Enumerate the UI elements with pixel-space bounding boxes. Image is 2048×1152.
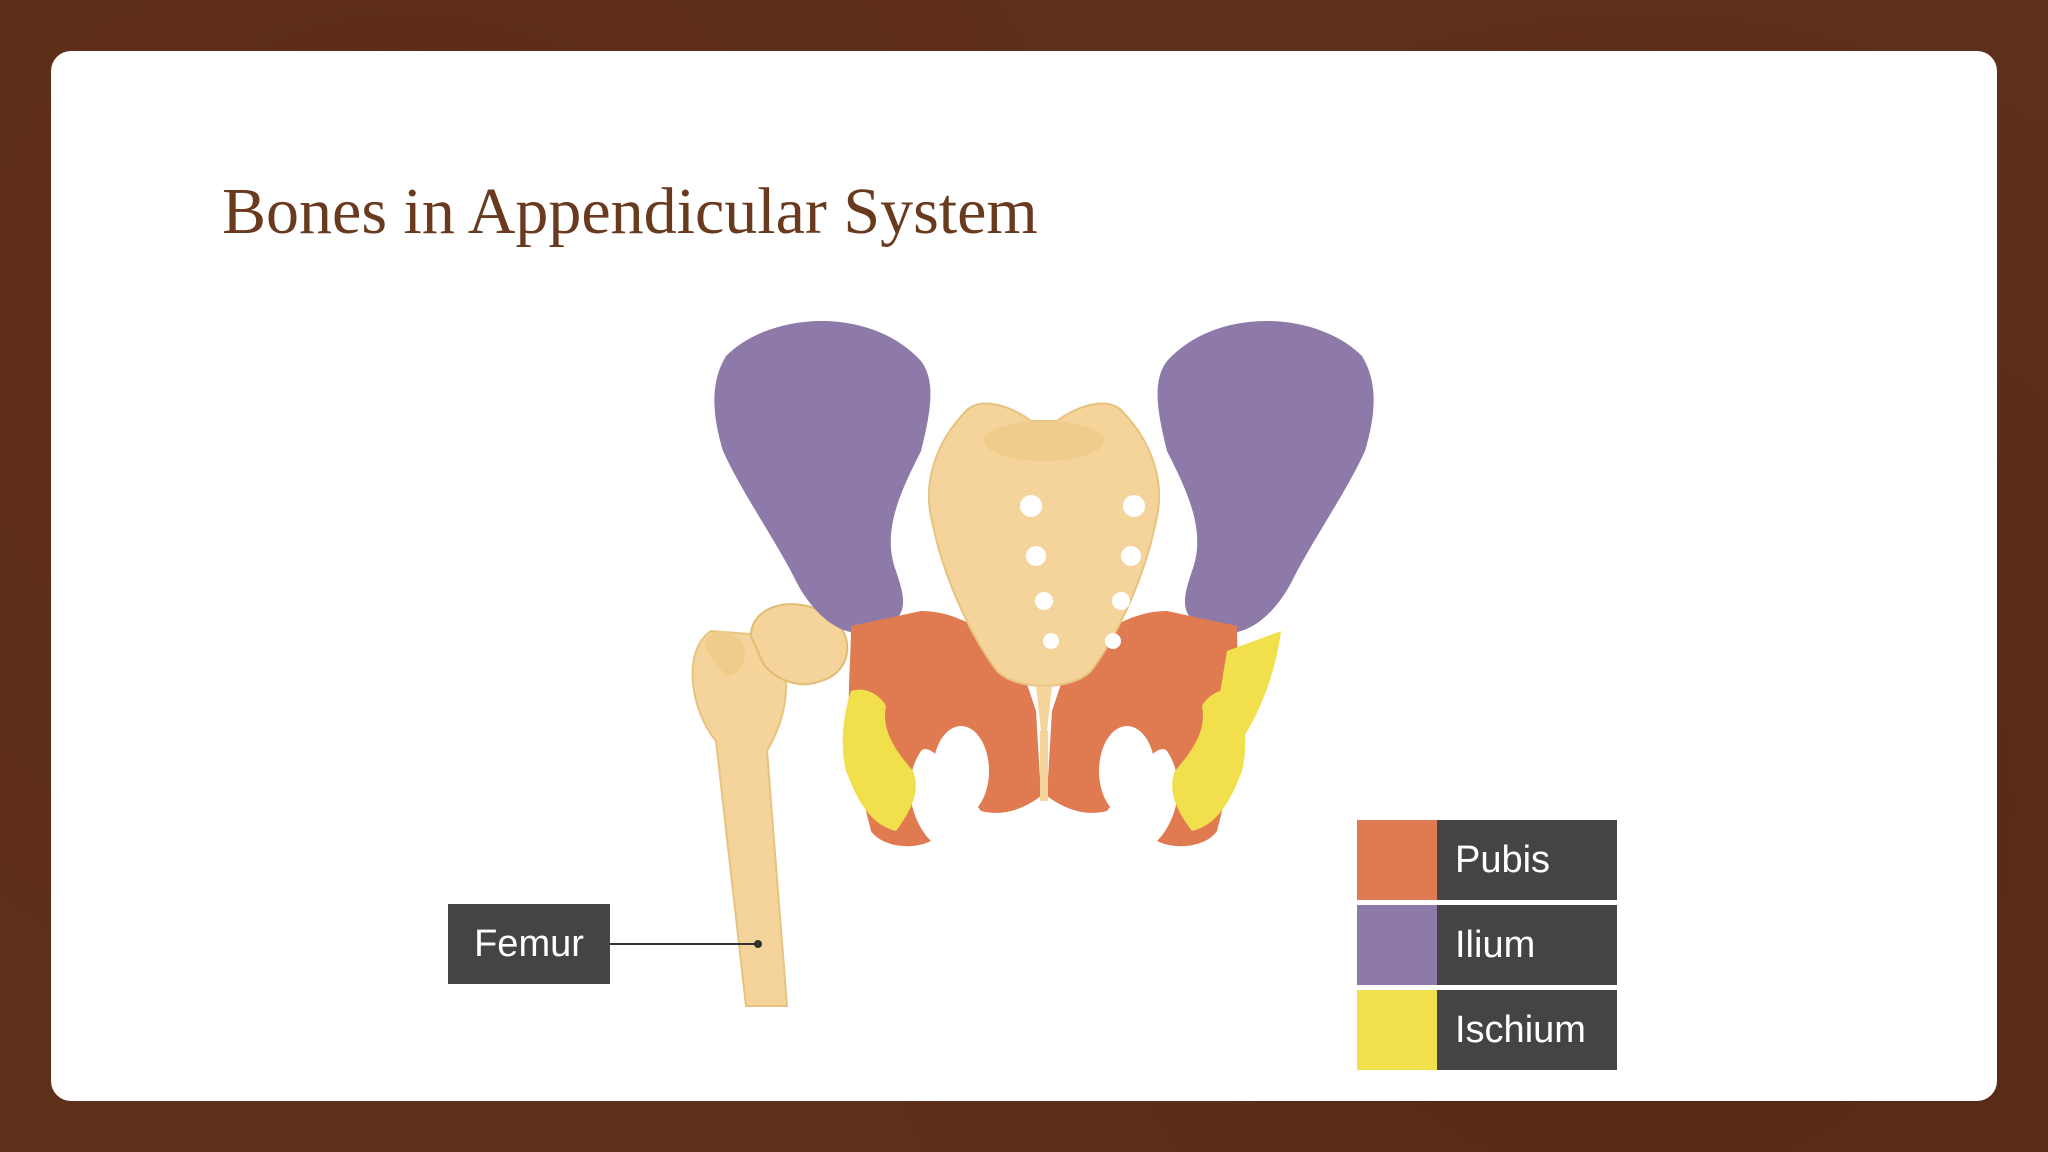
sacral-foramen <box>1121 546 1141 566</box>
sacral-foramen <box>1026 546 1046 566</box>
ischium-swatch <box>1357 990 1437 1070</box>
slide: Bones in Appendicular System <box>51 51 1997 1101</box>
right-ilium <box>1158 321 1374 633</box>
legend-item-ilium: Ilium <box>1357 905 1617 985</box>
sacral-foramen <box>1035 592 1053 610</box>
ilium-swatch <box>1357 905 1437 985</box>
femur-bone <box>692 631 787 1006</box>
legend-item-ischium: Ischium <box>1357 990 1617 1070</box>
coccyx <box>1036 686 1052 731</box>
sacral-foramen <box>1112 592 1130 610</box>
sacral-foramen <box>1020 495 1042 517</box>
right-obturator-foramen <box>1099 726 1155 816</box>
femur-label: Femur <box>448 904 610 984</box>
legend: Pubis Ilium Ischium <box>1357 820 1617 1075</box>
pubis-swatch <box>1357 820 1437 900</box>
left-ilium <box>714 321 930 633</box>
sacral-foramen <box>1105 633 1121 649</box>
legend-label-ischium: Ischium <box>1437 990 1617 1070</box>
legend-label-pubis: Pubis <box>1437 820 1617 900</box>
pubic-symphysis <box>1040 731 1048 801</box>
sacral-foramen <box>1043 633 1059 649</box>
legend-label-ilium: Ilium <box>1437 905 1617 985</box>
left-obturator-foramen <box>933 726 989 816</box>
legend-item-pubis: Pubis <box>1357 820 1617 900</box>
sacral-promontory <box>984 421 1104 461</box>
sacral-foramen <box>1123 495 1145 517</box>
femur-pointer-dot <box>754 940 762 948</box>
pelvis-diagram <box>51 51 1997 1101</box>
